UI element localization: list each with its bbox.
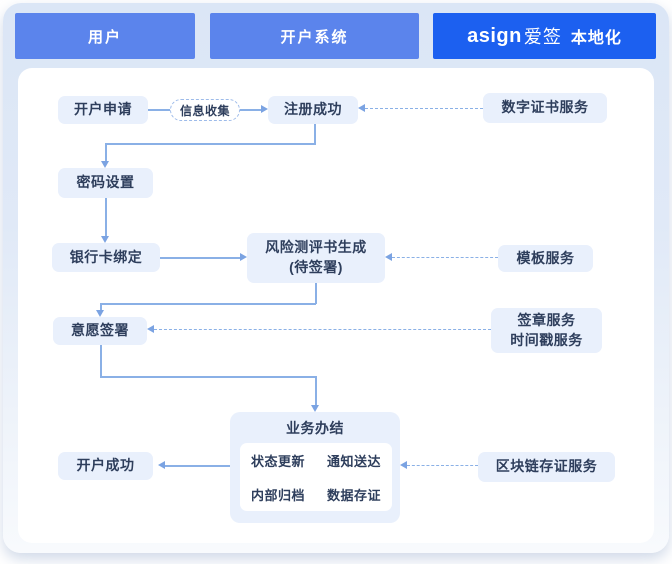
connector-risk-down xyxy=(315,283,317,304)
service-blockchain-deposit: 区块链存证服务 xyxy=(478,452,615,482)
arrowhead-risk xyxy=(240,253,247,261)
node-risk-report: 风险测评书生成 (待签署) xyxy=(247,233,385,283)
node-info-collect: 信息收集 xyxy=(170,99,240,121)
arrowhead-register xyxy=(261,105,268,113)
connector-sign-right xyxy=(100,376,316,378)
connector-password-bankcard xyxy=(105,198,107,236)
node-risk-report-line2: (待签署) xyxy=(289,259,343,275)
item-notice-delivery: 通知送达 xyxy=(326,453,381,469)
lane-header-user: 用户 xyxy=(15,13,195,59)
service-seal-timestamp: 签章服务 时间戳服务 xyxy=(491,308,602,353)
item-status-update: 状态更新 xyxy=(250,453,305,469)
business-complete-title: 业务办结 xyxy=(286,419,344,436)
dashed-seal-sign xyxy=(154,329,491,330)
node-business-complete: 业务办结 状态更新 通知送达 内部归档 数据存证 xyxy=(230,412,400,523)
item-internal-archive: 内部归档 xyxy=(250,487,305,503)
node-risk-report-line1: 风险测评书生成 xyxy=(265,239,367,256)
connector-sign-down xyxy=(100,345,102,377)
connector-to-sign xyxy=(100,303,102,310)
connector-register-left xyxy=(105,143,316,145)
service-seal-line1: 签章服务 xyxy=(517,311,576,328)
node-bankcard-binding: 银行卡绑定 xyxy=(52,243,160,272)
dashed-template-risk xyxy=(392,257,498,258)
connector-risk-left xyxy=(100,303,316,305)
arrowhead-password xyxy=(101,161,109,168)
node-will-sign: 意愿签署 xyxy=(53,317,147,345)
connector-apply-collect xyxy=(148,109,170,111)
arrowhead-cert xyxy=(358,104,365,112)
connector-complete-success xyxy=(165,465,230,467)
service-digital-cert: 数字证书服务 xyxy=(483,93,607,123)
node-account-success: 开户成功 xyxy=(58,452,153,480)
item-data-deposit: 数据存证 xyxy=(326,487,381,503)
arrowhead-template xyxy=(385,253,392,261)
arrowhead-seal xyxy=(147,325,154,333)
connector-to-complete xyxy=(315,376,317,405)
node-password-setup: 密码设置 xyxy=(58,168,153,198)
arrowhead-sign xyxy=(96,310,104,317)
arrowhead-bankcard xyxy=(101,236,109,243)
connector-register-down xyxy=(314,123,316,144)
arrowhead-success xyxy=(158,461,165,469)
node-register-success: 注册成功 xyxy=(268,96,358,124)
brand-suffix: 本地化 xyxy=(570,30,622,47)
connector-bankcard-risk xyxy=(160,257,240,259)
connector-collect-register xyxy=(240,109,262,111)
connector-to-password xyxy=(105,143,107,161)
dashed-cert-register xyxy=(365,108,483,109)
dashed-blockchain-complete xyxy=(407,465,478,466)
brand-logo: asign xyxy=(467,24,522,47)
service-template: 模板服务 xyxy=(498,245,593,272)
service-seal-line2: 时间戳服务 xyxy=(510,331,583,348)
arrowhead-complete xyxy=(311,405,319,412)
brand-name: 爱签 xyxy=(523,27,562,47)
business-complete-items: 状态更新 通知送达 内部归档 数据存证 xyxy=(240,443,392,511)
brand-badge: asign 爱签 本地化 xyxy=(433,13,656,59)
lane-header-system: 开户系统 xyxy=(210,13,419,59)
arrowhead-blockchain xyxy=(400,461,407,469)
node-account-apply: 开户申请 xyxy=(58,96,148,124)
